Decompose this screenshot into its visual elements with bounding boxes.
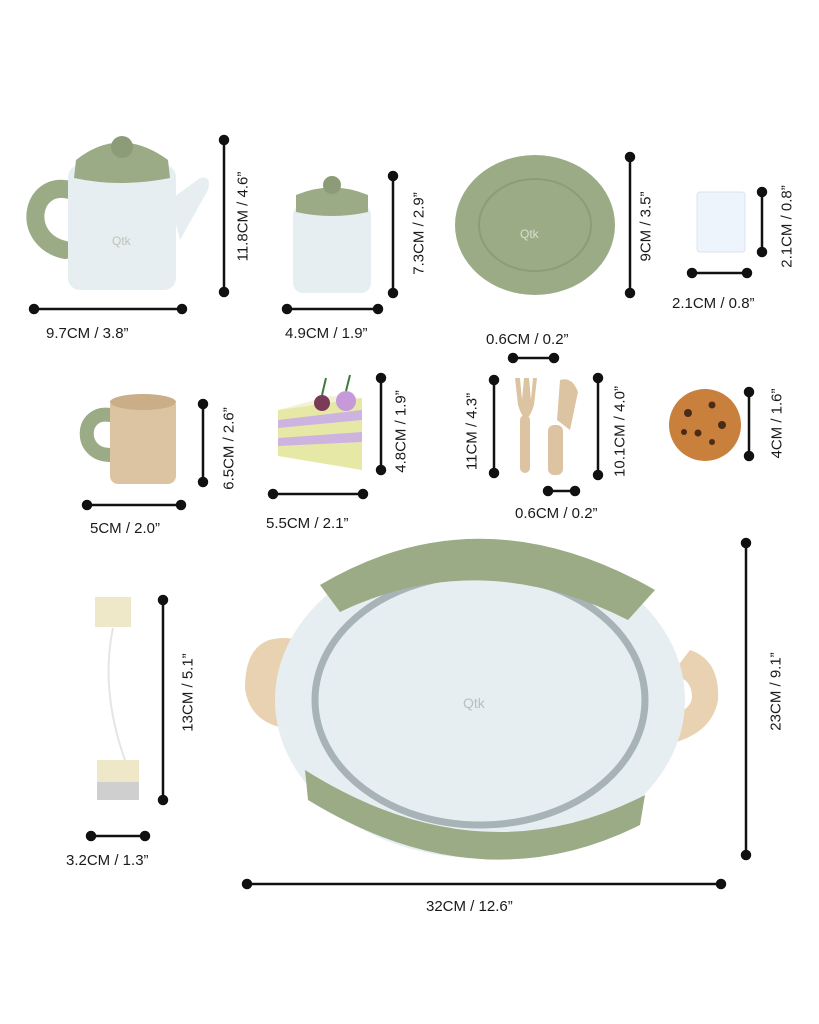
cup-width-label: 5CM / 2.0” [90, 520, 161, 537]
knife-width-label: 0.6CM / 0.2” [515, 505, 598, 522]
saucer-height-label: 9CM / 3.5” [637, 191, 655, 262]
tray-brand-mark: Qtk [463, 695, 486, 711]
tea-bag [95, 597, 139, 800]
fork [515, 378, 537, 473]
cookie [669, 389, 741, 461]
tray-width-label: 32CM / 12.6” [426, 898, 513, 915]
saucer: Qtk [455, 155, 615, 295]
sugar-pot-width-label: 4.9CM / 1.9” [285, 325, 368, 342]
fork-width-label: 0.6CM / 0.2” [486, 331, 569, 348]
sugar-pot-height-label: 7.3CM / 2.9” [410, 192, 428, 275]
teapot-width-label: 9.7CM / 3.8” [46, 325, 129, 342]
cup [79, 394, 176, 484]
teabag-width-label: 3.2CM / 1.3” [66, 852, 149, 869]
cookie-size-label: 4CM / 1.6” [768, 388, 786, 459]
teapot-height-label: 11.8CM / 4.6” [234, 171, 252, 262]
cake-height-label: 4.8CM / 1.9” [392, 390, 410, 473]
knife-height-label: 10.1CM / 4.0” [611, 386, 629, 477]
teabag-height-label: 13CM / 5.1” [179, 653, 197, 732]
sugar-cube-height-label: 2.1CM / 0.8” [778, 185, 796, 268]
teapot-brand-mark: Qtk [112, 234, 132, 248]
sugar-cube [696, 191, 746, 253]
serving-tray: Qtk [245, 538, 719, 860]
cake-slice [278, 374, 362, 470]
tray-height-label: 23CM / 9.1” [767, 652, 785, 731]
dimension-lines [28, 134, 768, 890]
saucer-brand-mark: Qtk [520, 227, 540, 241]
sugar-cube-width-label: 2.1CM / 0.8” [672, 295, 755, 312]
teapot: Qtk [26, 136, 209, 290]
cake-width-label: 5.5CM / 2.1” [266, 515, 349, 532]
cup-height-label: 6.5CM / 2.6” [220, 407, 238, 490]
fork-height-label: 11CM / 4.3” [463, 392, 481, 471]
knife [548, 379, 578, 475]
sugar-pot [293, 176, 371, 293]
